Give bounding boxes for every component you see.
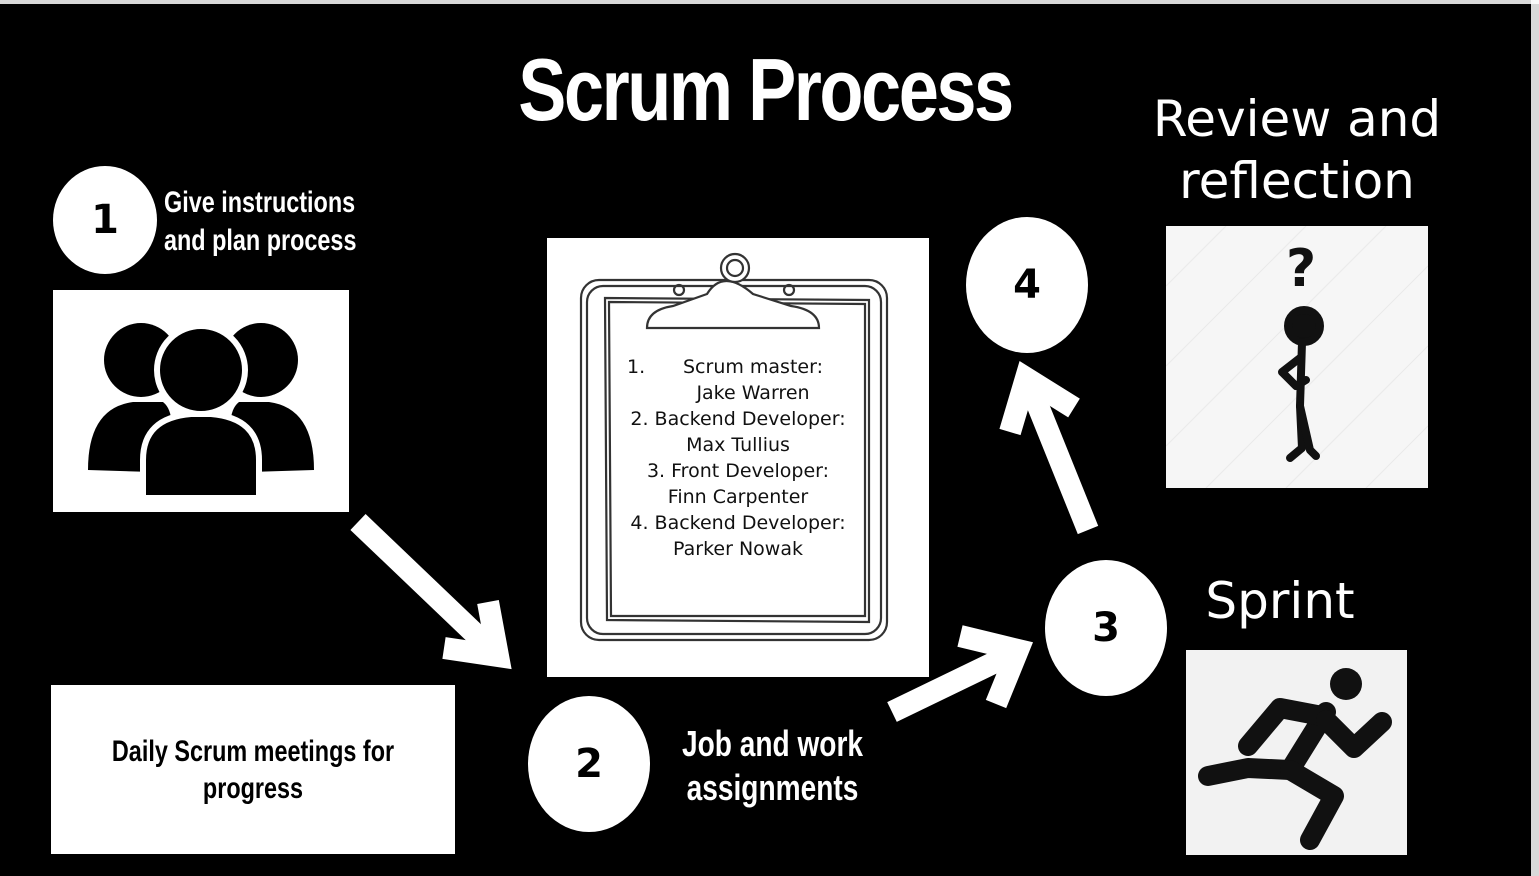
- step-1-label-line2: and plan process: [164, 224, 357, 257]
- arrow-2-to-3: [887, 642, 1021, 722]
- role-1-number: 1.: [627, 356, 646, 378]
- page-title: Scrum Process: [518, 40, 1014, 139]
- step-2-label: Job and work assignments: [682, 722, 863, 810]
- daily-meeting-line2: progress: [202, 771, 304, 805]
- step-1-number: 1: [91, 197, 119, 243]
- step-2-circle: 2: [528, 696, 650, 832]
- step-2-number: 2: [575, 741, 603, 787]
- review-card: ?: [1165, 225, 1429, 489]
- daily-meeting-line1: Daily Scrum meetings for: [111, 734, 395, 768]
- arrow-3-to-4: [1019, 381, 1099, 535]
- step-4-number: 4: [1013, 262, 1041, 308]
- role-4-title: 4. Backend Developer:: [630, 512, 846, 534]
- top-border: [0, 0, 1539, 4]
- daily-meeting-card: Daily Scrum meetings for progress: [51, 685, 455, 854]
- role-1: 1. Scrum master:: [607, 354, 869, 380]
- step-1-label-line1: Give instructions: [164, 186, 356, 219]
- svg-text:?: ?: [1286, 239, 1316, 299]
- daily-meeting-text: Daily Scrum meetings for progress: [95, 733, 410, 807]
- step-2-label-line2: assignments: [686, 767, 859, 808]
- role-2-name: Max Tullius: [686, 434, 790, 456]
- right-border: [1531, 0, 1539, 876]
- review-title: Review and reflection: [1130, 88, 1464, 212]
- running-person-icon: [1198, 668, 1392, 850]
- role-3-title: 3. Front Developer:: [646, 460, 830, 482]
- role-4-name: Parker Nowak: [673, 538, 803, 560]
- step-4-circle: 4: [966, 217, 1088, 353]
- step-3-number: 3: [1092, 605, 1120, 651]
- step-1-label: Give instructions and plan process: [164, 184, 356, 260]
- clipboard-icon: [579, 252, 889, 642]
- thinking-stick-figure-icon: ?: [1165, 225, 1429, 489]
- role-1-name: Jake Warren: [696, 382, 810, 404]
- role-2-title: 2. Backend Developer:: [630, 408, 846, 430]
- arrow-1-to-2-head: [442, 599, 512, 670]
- step-1-circle: 1: [53, 166, 157, 274]
- step-3-circle: 3: [1045, 560, 1167, 696]
- arrow-1-to-2: [350, 514, 500, 658]
- sprint-card: [1186, 650, 1407, 855]
- review-title-line1: Review and: [1152, 90, 1442, 148]
- sprint-title: Sprint: [1205, 572, 1355, 630]
- role-1-title: Scrum master:: [683, 356, 823, 378]
- team-card: [53, 290, 349, 512]
- arrow-3-to-4-head: [999, 361, 1080, 436]
- role-assignment-list: 1. Scrum master: Jake Warren 2. Backend …: [607, 354, 869, 562]
- team-group-icon: [88, 323, 314, 501]
- review-title-line2: reflection: [1179, 152, 1415, 210]
- arrow-2-to-3-head: [957, 625, 1034, 709]
- step-2-label-line1: Job and work: [682, 723, 863, 764]
- role-3-name: Finn Carpenter: [667, 486, 809, 508]
- clipboard-card: [547, 238, 929, 677]
